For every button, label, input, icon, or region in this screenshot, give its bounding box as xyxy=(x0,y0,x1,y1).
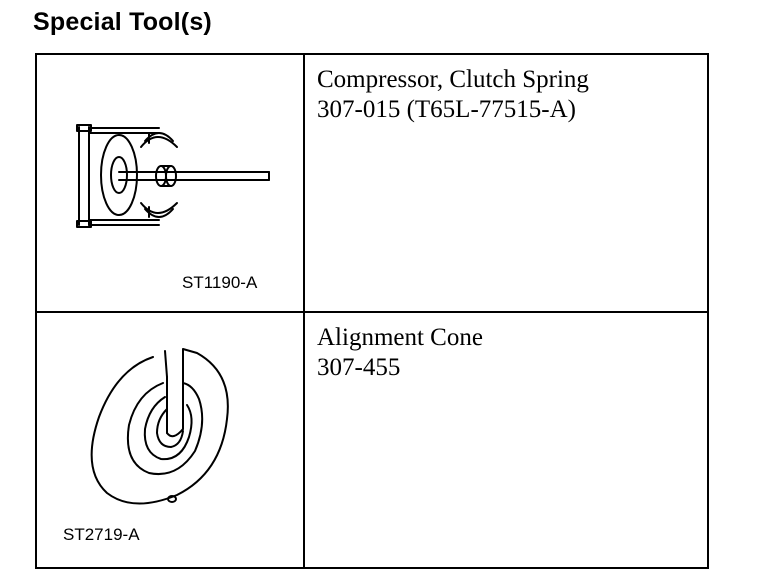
tool-illustration-cell-1: ST1190-A xyxy=(37,55,305,313)
tool-name: Alignment Cone xyxy=(317,324,483,351)
special-tools-table: ST1190-A Compressor, Clutch Spring 307-0… xyxy=(35,53,709,569)
tool-illustration-id: ST2719-A xyxy=(63,525,140,544)
tool-description-cell-2: Alignment Cone 307-455 xyxy=(305,313,707,567)
tool-description-cell-1: Compressor, Clutch Spring 307-015 (T65L-… xyxy=(305,55,707,313)
tool-number: 307-455 xyxy=(317,354,401,381)
tool-illustration-cell-2: ST2719-A xyxy=(37,313,305,567)
tool-name: Compressor, Clutch Spring xyxy=(317,66,589,93)
alignment-cone-illustration xyxy=(90,348,229,505)
clutch-spring-compressor-illustration xyxy=(76,124,270,228)
tool-illustration-id: ST1190-A xyxy=(182,273,258,292)
tool-number: 307-015 (T65L-77515-A) xyxy=(317,96,576,123)
page-heading: Special Tool(s) xyxy=(33,8,212,36)
